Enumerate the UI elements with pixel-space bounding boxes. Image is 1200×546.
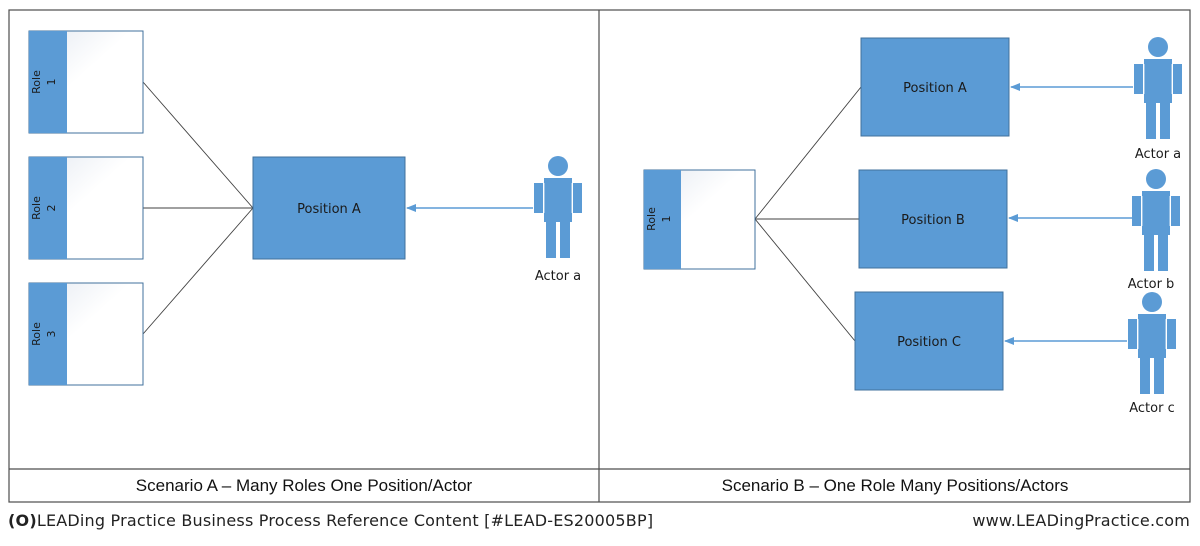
scenario-b-connectors xyxy=(754,86,862,342)
panel-frames xyxy=(8,9,1191,503)
role-label: Role xyxy=(30,196,43,220)
actor-label-b1: Actor a xyxy=(1135,147,1181,162)
actor-icon[interactable] xyxy=(533,155,583,259)
position-label: Position C xyxy=(897,335,961,350)
footer-credit: (O)LEADing Practice Business Process Ref… xyxy=(8,511,653,530)
scenario-a-caption: Scenario A – Many Roles One Position/Act… xyxy=(136,476,473,495)
scenario-a-connectors xyxy=(142,81,254,335)
footer-reference-text: LEADing Practice Business Process Refere… xyxy=(36,511,654,530)
scenario-b-caption: Scenario B – One Role Many Positions/Act… xyxy=(722,476,1069,495)
role-shape-a3[interactable]: Role 3 xyxy=(28,282,144,386)
actor-icon[interactable] xyxy=(1127,291,1177,395)
position-label: Position A xyxy=(297,202,361,217)
role-number: 1 xyxy=(45,79,58,86)
position-box-b2[interactable]: Position B xyxy=(858,169,1008,269)
role-number: 1 xyxy=(660,216,673,223)
actor-icon[interactable] xyxy=(1133,36,1183,140)
position-box-b1[interactable]: Position A xyxy=(860,37,1010,137)
role-shape-a1[interactable]: Role 1 xyxy=(28,30,144,134)
role-number: 2 xyxy=(45,205,58,212)
role-shape-a2[interactable]: Role 2 xyxy=(28,156,144,260)
role-label: Role xyxy=(645,207,658,231)
actor-label-b3: Actor c xyxy=(1129,401,1175,416)
position-box-a[interactable]: Position A xyxy=(252,156,406,260)
position-label: Position A xyxy=(903,81,967,96)
scenario-b: Role 1 Position A Position B Position C … xyxy=(643,36,1183,495)
role-number: 3 xyxy=(45,331,58,338)
actor-label-a: Actor a xyxy=(535,269,581,284)
footer-website[interactable]: www.LEADingPractice.com xyxy=(972,511,1190,530)
position-box-b3[interactable]: Position C xyxy=(854,291,1004,391)
role-label: Role xyxy=(30,322,43,346)
actor-icon[interactable] xyxy=(1131,168,1181,272)
actor-label-b2: Actor b xyxy=(1128,277,1175,292)
scenario-a: Role 1 Role 2 Role 3 Position A Actor a … xyxy=(28,30,583,495)
position-label: Position B xyxy=(901,213,965,228)
leading-practice-logo: (O) xyxy=(8,511,37,530)
role-label: Role xyxy=(30,70,43,94)
role-shape-b1[interactable]: Role 1 xyxy=(643,169,756,270)
